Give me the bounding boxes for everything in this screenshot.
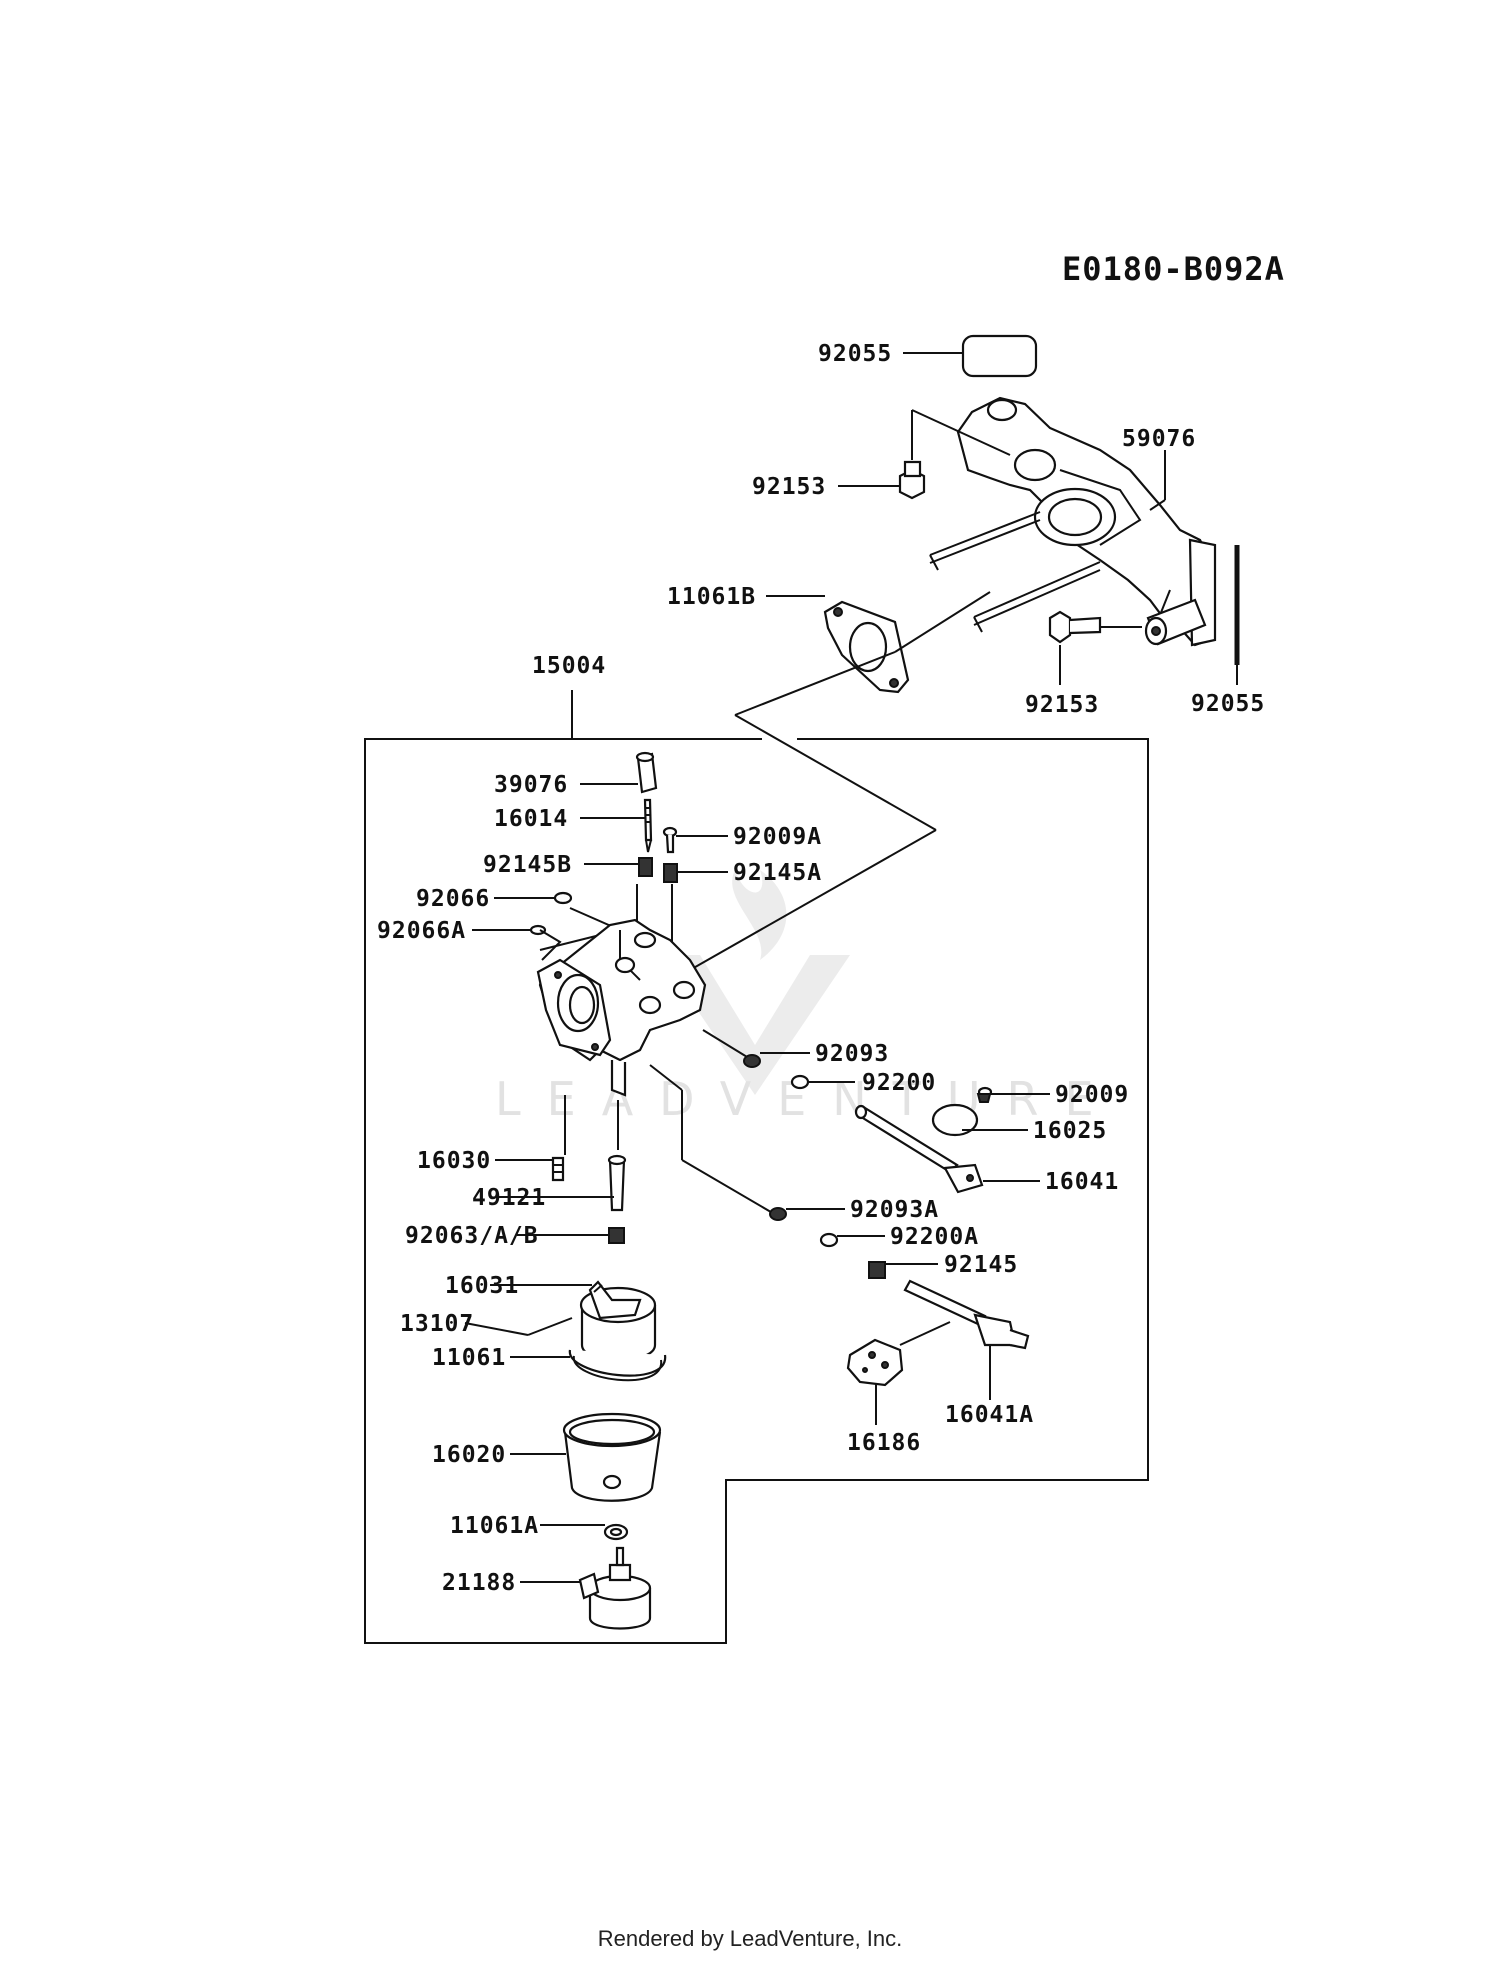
callout-92153-top[interactable]: 92153 [752, 474, 826, 500]
callout-13107[interactable]: 13107 [400, 1311, 474, 1337]
leader-lines [364, 409, 1149, 1644]
callout-11061[interactable]: 11061 [432, 1345, 506, 1371]
callout-15004[interactable]: 15004 [532, 653, 606, 679]
callout-92055-right[interactable]: 92055 [1191, 691, 1265, 717]
callout-92055-top[interactable]: 92055 [818, 341, 892, 367]
callout-92145b[interactable]: 92145B [483, 852, 572, 878]
callout-92066[interactable]: 92066 [416, 886, 490, 912]
callout-21188[interactable]: 21188 [442, 1570, 516, 1596]
diagram-code: E0180-B092A [1062, 250, 1285, 288]
callout-11061b[interactable]: 11061B [667, 584, 756, 610]
callout-16041[interactable]: 16041 [1045, 1169, 1119, 1195]
callout-92009[interactable]: 92009 [1055, 1082, 1129, 1108]
callout-92063-a-b[interactable]: 92063/A/B [405, 1223, 539, 1249]
callout-92093[interactable]: 92093 [815, 1041, 889, 1067]
callout-16031[interactable]: 16031 [445, 1273, 519, 1299]
callout-92145[interactable]: 92145 [944, 1252, 1018, 1278]
callout-labels: 92055 59076 92153 11061B 15004 92153 920… [377, 341, 1265, 1596]
callout-39076[interactable]: 39076 [494, 772, 568, 798]
callout-16014[interactable]: 16014 [494, 806, 568, 832]
callout-92066a[interactable]: 92066A [377, 918, 466, 944]
callout-92093a[interactable]: 92093A [850, 1197, 939, 1223]
callout-92145a[interactable]: 92145A [733, 860, 822, 886]
callout-92200[interactable]: 92200 [862, 1070, 936, 1096]
callout-92009a[interactable]: 92009A [733, 824, 822, 850]
manifold-assembly [823, 334, 1240, 694]
callout-11061a[interactable]: 11061A [450, 1513, 539, 1539]
callout-leaders [464, 352, 1238, 1583]
callout-16041a[interactable]: 16041A [945, 1402, 1034, 1428]
callout-92153-right[interactable]: 92153 [1025, 692, 1099, 718]
callout-59076[interactable]: 59076 [1122, 426, 1196, 452]
carburetor-assembly [527, 751, 1030, 1630]
callout-16020[interactable]: 16020 [432, 1442, 506, 1468]
footer-credit: Rendered by LeadVenture, Inc. [597, 1926, 903, 1951]
callout-49121[interactable]: 49121 [472, 1185, 546, 1211]
callout-16030[interactable]: 16030 [417, 1148, 491, 1174]
callout-16186[interactable]: 16186 [847, 1430, 921, 1456]
callout-92200a[interactable]: 92200A [890, 1224, 979, 1250]
callout-16025[interactable]: 16025 [1033, 1118, 1107, 1144]
